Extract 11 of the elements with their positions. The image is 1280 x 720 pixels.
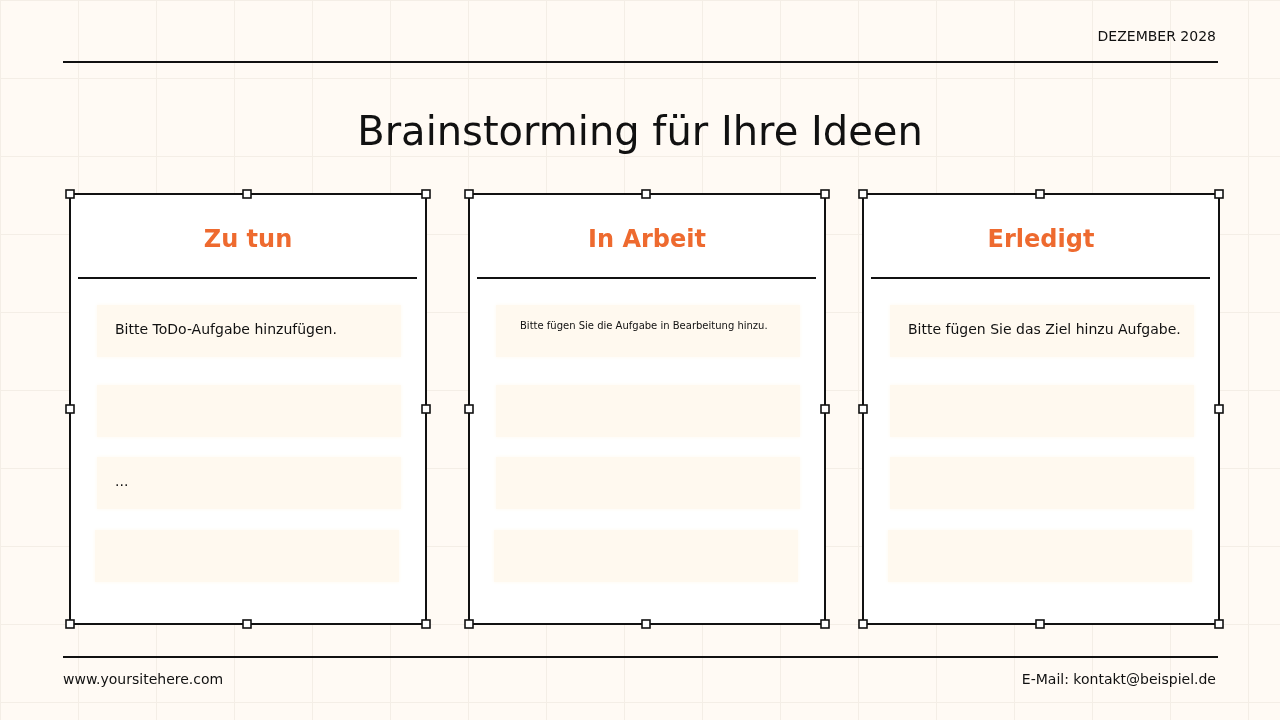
email-text: E-Mail: kontakt@beispiel.de (1021, 671, 1216, 687)
website-text: www.yoursitehere.com (63, 671, 224, 687)
page-title: Brainstorming für Ihre Ideen (356, 108, 924, 154)
date-text: DEZEMBER 2028 (1097, 28, 1216, 44)
column-heading: Erledigt (986, 225, 1096, 253)
card-text: Bitte ToDo-Aufgabe hinzufügen. (115, 321, 337, 337)
column-heading: In Arbeit (587, 225, 707, 253)
card-text: ... (115, 473, 129, 489)
card-text: Bitte fügen Sie das Ziel hinzu Aufgabe. (908, 321, 1181, 337)
column-heading: Zu tun (202, 225, 294, 253)
card-text: Bitte fügen Sie die Aufgabe in Bearbeitung hinzu. (520, 320, 768, 331)
